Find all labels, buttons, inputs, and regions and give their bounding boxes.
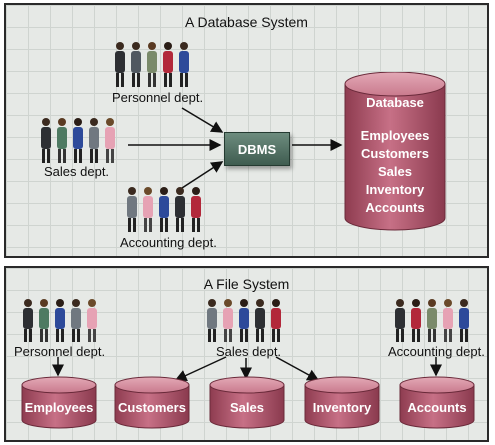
- database-cylinder-icon: [344, 72, 446, 231]
- file-label-employees: Employees: [24, 400, 94, 415]
- fs-arrows: [52, 356, 442, 382]
- database-item-accounts: Accounts: [365, 200, 425, 215]
- file-cylinders: [21, 376, 475, 429]
- sales-dept-label: Sales dept.: [44, 164, 110, 179]
- accounting-dept-label: Accounting dept.: [120, 235, 217, 250]
- file-label-inventory: Inventory: [312, 400, 372, 415]
- file-cylinder-customers-icon: [114, 376, 190, 429]
- file-label-sales: Sales: [230, 400, 264, 415]
- personnel-dept-label: Personnel dept.: [112, 90, 204, 105]
- fs-accounting-people-icon: [395, 299, 469, 342]
- file-cylinder-inventory-icon: [304, 376, 380, 429]
- file-label-customers: Customers: [118, 400, 186, 415]
- database-system-title: A Database System: [185, 14, 308, 30]
- fs-personnel-dept-label: Personnel dept.: [14, 344, 106, 359]
- dbms-label: DBMS: [237, 141, 277, 157]
- fs-accounting-dept-label: Accounting dept.: [388, 344, 485, 359]
- accounting-people-icon: [127, 187, 201, 232]
- file-system-title: A File System: [203, 276, 290, 292]
- personnel-people-icon: [115, 42, 189, 87]
- db-arrows: [128, 107, 343, 189]
- fs-personnel-people-icon: [23, 299, 97, 342]
- file-cylinder-employees-icon: [21, 376, 97, 429]
- database-item-inventory: Inventory: [365, 182, 425, 197]
- database-item-sales: Sales: [378, 164, 412, 179]
- file-cylinder-accounts-icon: [399, 376, 475, 429]
- database-item-customers: Customers: [361, 146, 429, 161]
- file-cylinder-sales-icon: [209, 376, 285, 429]
- database-item-employees: Employees: [360, 128, 430, 143]
- file-label-accounts: Accounts: [407, 400, 467, 415]
- sales-people-icon: [41, 118, 115, 163]
- fs-sales-people-icon: [207, 299, 281, 342]
- database-title: Database: [366, 95, 424, 110]
- fs-sales-dept-label: Sales dept.: [216, 344, 282, 359]
- dbms-box: DBMS: [224, 132, 290, 166]
